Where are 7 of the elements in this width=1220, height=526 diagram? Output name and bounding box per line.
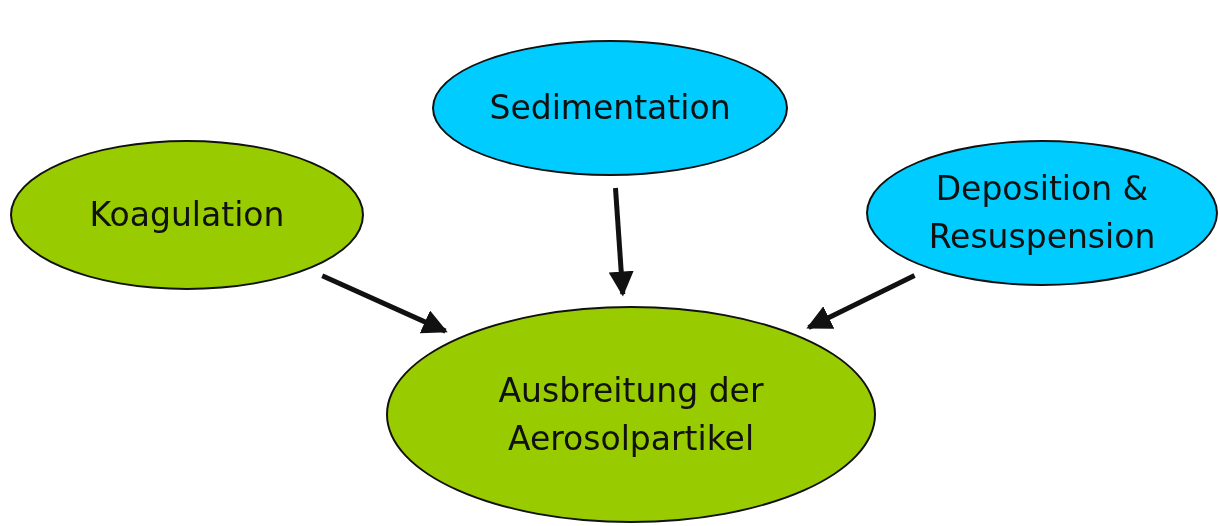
arrow — [321, 273, 448, 334]
node-label: Koagulation — [89, 194, 285, 237]
node-label: Ausbreitung der Aerosolpartikel — [497, 369, 765, 460]
node-label: Sedimentation — [489, 87, 731, 130]
arrow — [806, 273, 916, 330]
arrow — [608, 187, 634, 297]
node-label: Deposition & Resuspension — [927, 168, 1157, 258]
